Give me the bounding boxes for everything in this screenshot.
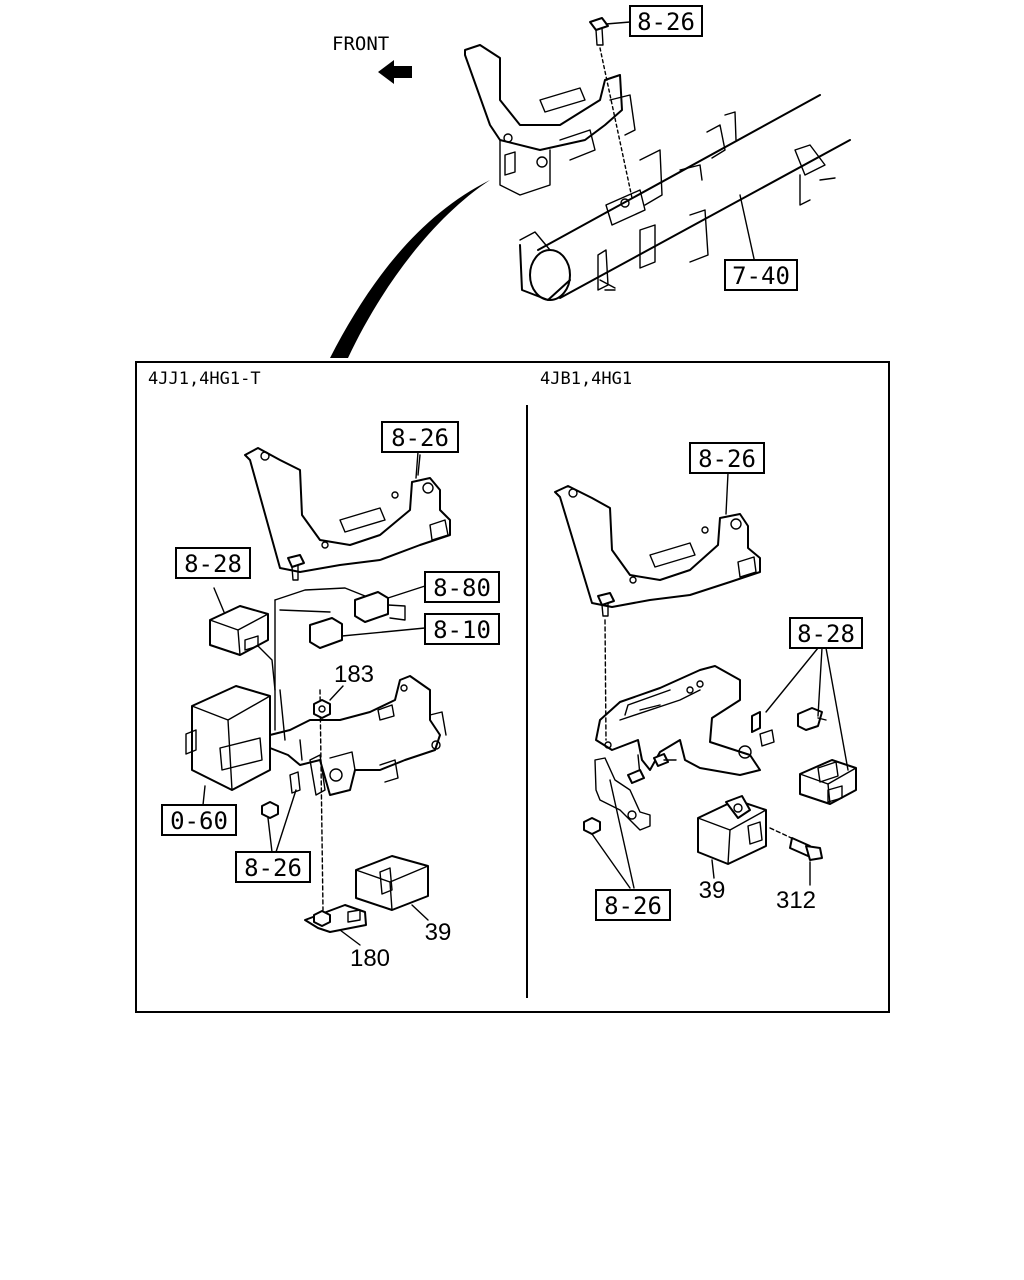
front-indicator: FRONT [332, 33, 412, 84]
svg-text:8-80: 8-80 [433, 574, 491, 602]
svg-text:8-26: 8-26 [391, 424, 449, 452]
right-bracket [554, 485, 761, 608]
left-panel: 8-26 8-28 8-80 8-10 0-60 8-26 183 39 180 [161, 421, 500, 972]
left-mount-bracket [269, 675, 447, 796]
right-module [697, 795, 767, 879]
callout-left-connector-b: 8-10 [424, 613, 500, 645]
callout-right-bracket: 8-26 [689, 442, 765, 515]
front-arrow-icon [378, 60, 412, 84]
right-panel: 8-26 8-28 8-26 39 312 [554, 442, 863, 921]
svg-text:8-26: 8-26 [637, 8, 695, 36]
callout-left-connector-a: 8-80 [424, 571, 500, 603]
right-relay-clip [751, 707, 827, 747]
svg-text:8-28: 8-28 [797, 620, 855, 648]
callout-left-unit: 0-60 [161, 804, 237, 836]
front-label: FRONT [332, 33, 389, 55]
detail-connector-arc [330, 180, 490, 358]
svg-text:8-26: 8-26 [698, 445, 756, 473]
svg-text:8-26: 8-26 [604, 892, 662, 920]
left-module [355, 855, 429, 921]
callout-right-fasteners: 8-26 [595, 889, 671, 921]
detail-frame [135, 361, 890, 1013]
left-connector-a [354, 585, 426, 623]
svg-text:8-10: 8-10 [433, 616, 491, 644]
left-nut [313, 685, 344, 719]
callout-left-bracket: 8-26 [381, 421, 459, 479]
part-number-right-bolt: 312 [776, 887, 816, 914]
right-bolt [769, 827, 823, 886]
part-number-left-nut: 183 [334, 661, 374, 688]
left-relay [209, 587, 276, 691]
right-panel-title: 4JB1,4HG1 [540, 369, 632, 389]
svg-text:8-26: 8-26 [244, 854, 302, 882]
right-relay [799, 759, 857, 805]
part-number-left-plate: 180 [350, 945, 390, 972]
svg-text:8-28: 8-28 [184, 550, 242, 578]
left-panel-title: 4JJ1,4HG1-T [148, 369, 261, 389]
right-mount-plate [594, 665, 761, 831]
left-bracket [244, 447, 451, 573]
left-connector-b [309, 617, 426, 649]
callout-right-relay: 8-28 [789, 617, 863, 649]
svg-text:0-60: 0-60 [170, 807, 228, 835]
callout-crossmember: 7-40 [724, 259, 798, 291]
steering-crossmember [519, 94, 851, 301]
top-bolt [589, 17, 633, 199]
callout-left-fasteners: 8-26 [235, 851, 311, 883]
part-number-right-module: 39 [699, 877, 726, 904]
left-control-unit [185, 685, 271, 806]
svg-text:7-40: 7-40 [732, 262, 790, 290]
callout-top-bracket: 8-26 [629, 5, 703, 37]
left-plate [304, 904, 367, 946]
callout-left-relay: 8-28 [175, 547, 251, 579]
top-bracket [464, 44, 636, 196]
part-number-left-module: 39 [425, 919, 452, 946]
